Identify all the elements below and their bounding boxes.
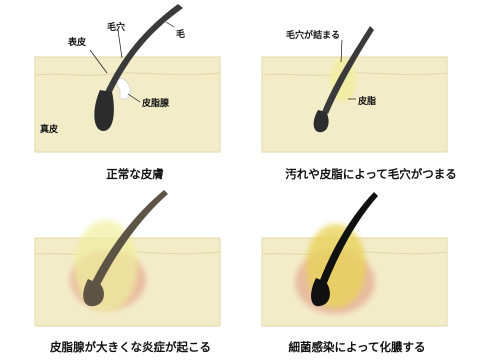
pore-label: 毛穴 (107, 23, 126, 33)
hair-label: 毛 (176, 30, 186, 40)
skin-block (34, 56, 221, 153)
panel-inflammation (34, 190, 221, 327)
dermis-label: 真皮 (40, 125, 59, 135)
caption-inflammation: 皮脂腺が大きくな炎症が起こる (50, 340, 211, 354)
epidermis-line (34, 72, 221, 76)
caption-normal-skin: 正常な皮膚 (106, 167, 164, 181)
sebum-label: 皮脂 (358, 97, 377, 107)
hair-root (83, 279, 104, 307)
hair-shaft (105, 4, 183, 94)
clogged-pore-label: 毛穴が詰まる (286, 31, 341, 41)
epidermis-label: 表皮 (68, 38, 87, 48)
hair-root (94, 90, 114, 131)
sebaceous-gland (116, 77, 131, 100)
hair-shaft (320, 192, 378, 283)
caption-infection: 細菌感染によって化膿する (288, 340, 426, 354)
panel-infection (261, 192, 448, 327)
caption-clogged-pore: 汚れや皮脂によって毛穴がつまる (285, 167, 457, 181)
hair-root (311, 278, 330, 307)
hair-root (313, 110, 329, 133)
panel-normal-skin (34, 4, 221, 153)
hair-shaft (322, 26, 374, 114)
sebaceous-gland-label: 皮脂腺 (142, 99, 170, 109)
panel-clogged-pore (261, 26, 448, 153)
hair-shaft (92, 190, 168, 285)
